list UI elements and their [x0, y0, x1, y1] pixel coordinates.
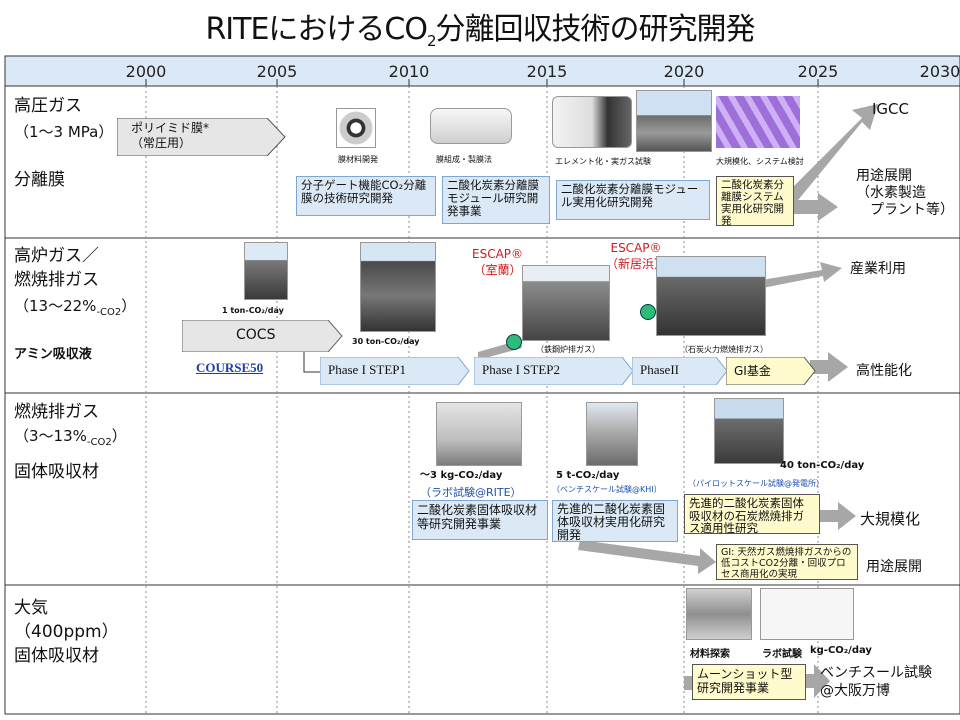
milestone-niihama	[640, 304, 656, 320]
caption-5t: 5 t-CO₂/day	[556, 470, 620, 481]
year-label: 2005	[256, 62, 298, 81]
row-solid-gas: 燃焼排ガス	[14, 402, 99, 422]
30ton-plant-photo	[360, 242, 436, 332]
year-label: 2025	[797, 62, 839, 81]
gi-fund-label: GI基金	[734, 364, 771, 378]
caption-element: エレメント化・実ガス試験	[555, 157, 651, 166]
solid-project-2: 先進的二酸化炭素固体吸収材実用化研究開発	[552, 500, 678, 542]
solid-project-4: GI: 天然ガス燃焼排ガスからの低コストCO2分離・回収プロセス商用化の実現	[716, 544, 858, 580]
caption-material: 膜材料開発	[338, 155, 378, 164]
year-label: 2030	[919, 62, 960, 81]
row-air-gas: 大気	[14, 598, 48, 618]
phase1-step1: Phase I STEP1	[320, 357, 470, 385]
material-search-photo	[686, 588, 752, 640]
caption-system: 大規模化、システム検討	[716, 157, 804, 166]
pilot-test-photo	[714, 398, 784, 464]
high-performance-label: 高性能化	[856, 363, 912, 379]
caption-air-lab: ラボ試験	[762, 649, 802, 660]
caption-air-kg: kg-CO₂/day	[810, 645, 872, 656]
caption-3kg: ～3 kg-CO₂/day	[420, 470, 503, 481]
row-membrane-gas: 高圧ガス	[14, 96, 82, 116]
escap-niihama-photo	[656, 256, 766, 336]
cocs-label: COCS	[236, 327, 276, 343]
caption-module: 膜組成・製膜法	[436, 155, 492, 164]
polyimide-label: ポリイミド膜* （常圧用）	[131, 121, 210, 150]
caption-steel: （鉄鋼炉排ガス）	[536, 345, 600, 354]
course50-connector	[303, 352, 322, 376]
membrane-project-2: 二酸化炭素分離膜モジュール研究開発事業	[442, 176, 550, 224]
lab-test-label: （ラボ試験@RITE）	[420, 486, 522, 499]
igcc-label: IGCC	[872, 100, 909, 118]
membrane-project-3: 二酸化炭素分離膜モジュール実用化研究開発	[556, 180, 710, 220]
caption-coal: （石炭火力燃焼排ガス）	[680, 345, 768, 354]
polyimide-arrow: ポリイミド膜* （常圧用）	[116, 117, 287, 157]
membrane-material-photo	[336, 108, 376, 148]
expo-bench-label: ベンチスール試験 @大阪万博	[820, 665, 932, 699]
moonshot-project: ムーンショット型研究開発事業	[692, 664, 806, 700]
year-label: 2020	[663, 62, 705, 81]
caption-30ton: 30 ton-CO₂/day	[352, 337, 420, 346]
membrane-use-label: 用途展開 （水素製造 プラント等）	[856, 168, 954, 218]
row-membrane-pressure: （1～3 MPa）	[14, 123, 114, 141]
membrane-system-photo	[716, 96, 800, 148]
caption-1ton: 1 ton-CO₂/day	[222, 306, 284, 315]
row-amine-conc: （13～22%-CO2）	[14, 297, 137, 318]
pilot-test-label: （パイロットスケール試験@発電所）	[688, 479, 824, 488]
course50-link: COURSE50	[196, 360, 264, 375]
row-solid-conc: （3～13%-CO2）	[14, 427, 127, 448]
page-title: RITEにおけるCO2分離回収技術の研究開発	[205, 12, 755, 50]
row-amine-method: アミン吸収液	[14, 347, 92, 362]
cocs-plant-photo	[244, 242, 288, 300]
scale-up-label: 大規模化	[860, 510, 921, 528]
bench-test-photo	[586, 402, 638, 466]
membrane-project-4: 二酸化炭素分離膜システム実用化研究開発	[716, 176, 794, 227]
year-label: 2015	[526, 62, 568, 81]
air-lab-photo	[760, 588, 854, 640]
caption-40ton: 40 ton-CO₂/day	[780, 460, 865, 471]
membrane-element-photo	[552, 96, 632, 148]
phase1-step2-label: Phase I STEP2	[482, 362, 560, 377]
year-label: 2010	[388, 62, 430, 81]
cocs-arrow: COCS	[181, 319, 344, 353]
phase2: PhaseII	[632, 357, 728, 385]
escap-niihama: ESCAP® （新居浜）	[606, 241, 667, 271]
phase1-step2: Phase I STEP2	[474, 357, 634, 385]
phase2-label: PhaseII	[640, 362, 679, 377]
lab-test-photo	[436, 402, 522, 466]
phase1-step1-label: Phase I STEP1	[328, 362, 406, 377]
row-solid-method: 固体吸収材	[14, 462, 99, 482]
solid-project-3: 先進的二酸化炭素固体吸収材の石炭燃焼排ガス適用性研究	[684, 494, 820, 534]
membrane-project-1: 分子ゲート機能CO₂分離膜の技術研究開発	[296, 176, 436, 216]
solid-use-label: 用途展開	[866, 559, 922, 575]
gi-fund: GI基金	[726, 357, 816, 385]
row-membrane-method: 分離膜	[14, 170, 65, 190]
escap-muroran-photo	[522, 265, 610, 341]
bench-test-label: （ベンチスケール試験@KHI）	[552, 485, 662, 494]
membrane-module-photo	[430, 108, 512, 144]
row-air-method: 固体吸収材	[14, 646, 99, 666]
caption-material-search: 材料探索	[690, 649, 730, 660]
membrane-plant-photo	[636, 90, 712, 152]
row-amine-gas2: 燃焼排ガス	[14, 270, 99, 290]
escap-muroran: ESCAP® （室蘭）	[472, 247, 524, 277]
row-amine-gas1: 高炉ガス／	[14, 246, 99, 266]
year-label: 2000	[125, 62, 167, 81]
solid-project-1: 二酸化炭素固体吸収材等研究開発事業	[412, 500, 548, 540]
row-air-conc: （400ppm）	[14, 622, 119, 642]
industry-use-label: 産業利用	[850, 261, 906, 277]
milestone-muroran	[506, 334, 522, 350]
